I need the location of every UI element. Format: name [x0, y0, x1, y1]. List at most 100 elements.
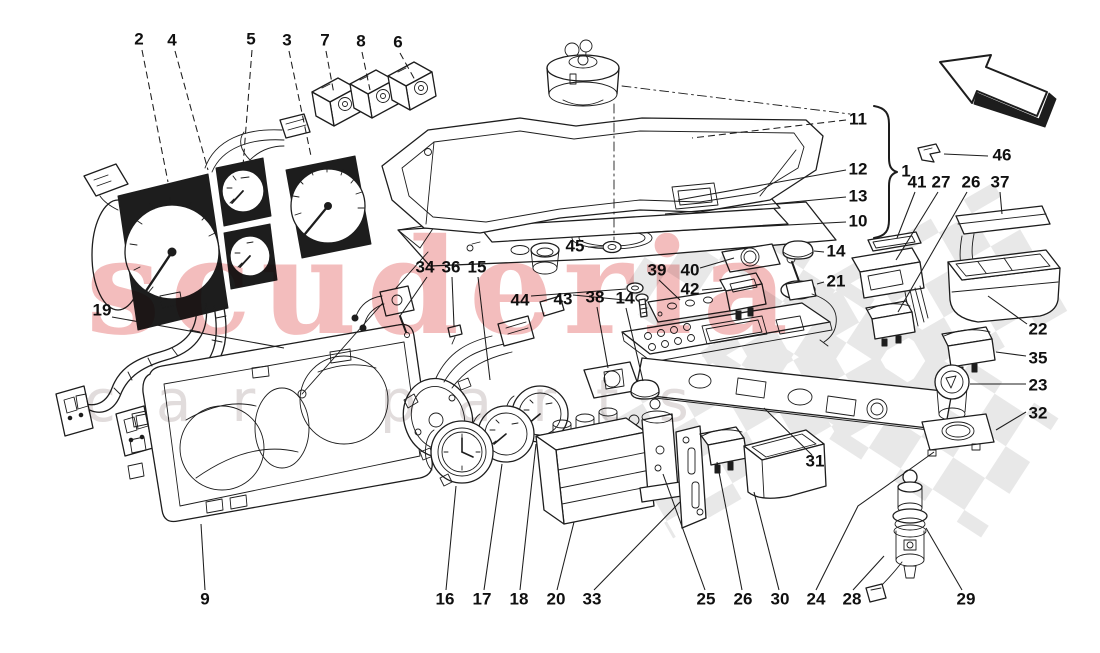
callout-14: 14	[616, 288, 635, 307]
callout-45: 45	[566, 236, 585, 255]
leader-line-33	[593, 501, 681, 591]
leader-line-46	[943, 153, 989, 157]
leader-line-28	[852, 555, 885, 591]
callout-28: 28	[843, 589, 862, 608]
callout-6: 6	[393, 32, 402, 51]
switch-bezel-41	[867, 231, 922, 252]
callout-26: 26	[962, 172, 981, 191]
callout-31: 31	[806, 451, 825, 470]
leader-line-6	[399, 52, 416, 81]
leader-line-8	[361, 51, 371, 91]
callout-40: 40	[681, 260, 700, 279]
small-gauge-upper	[215, 157, 272, 227]
leader-line-42	[701, 287, 723, 291]
rocker-switch-26	[699, 426, 748, 474]
leader-line-24	[815, 451, 935, 591]
leader-line-27	[895, 191, 939, 261]
leader-line-17	[483, 463, 503, 591]
callout-15: 15	[468, 257, 487, 276]
callout-24: 24	[807, 589, 826, 608]
callout-9: 9	[200, 589, 209, 608]
leader-line-37	[999, 191, 1003, 215]
fuse-relay-box	[535, 407, 655, 525]
callout-2: 2	[134, 29, 143, 48]
leader-line-30	[753, 491, 780, 591]
callout-44: 44	[511, 290, 530, 309]
leader-line-43	[572, 294, 636, 302]
callout-11: 11	[849, 109, 867, 128]
callout-42: 42	[681, 279, 700, 298]
toggle-switch-21	[780, 254, 837, 347]
leader-line-11	[691, 119, 847, 139]
leader-line-40	[699, 257, 735, 269]
ashtray-body-22	[947, 249, 1061, 323]
rocker-switch-26-right	[865, 300, 916, 347]
storage-box-30	[743, 429, 827, 499]
leader-lines	[111, 49, 1028, 591]
callout-7: 7	[320, 30, 329, 49]
leader-line-7	[325, 50, 335, 95]
callout-8: 8	[356, 31, 365, 50]
callout-35: 35	[1029, 348, 1048, 367]
leader-line-22	[987, 295, 1028, 325]
leader-line-15	[477, 276, 491, 381]
leader-line-41	[896, 191, 916, 239]
leader-line-35	[995, 351, 1027, 357]
leader-line-25	[662, 473, 706, 591]
callout-3: 3	[282, 30, 291, 49]
callout-43: 43	[554, 289, 573, 308]
dome-knob-lower	[630, 379, 660, 400]
leader-line-13	[664, 196, 847, 215]
callout-12: 12	[849, 159, 868, 178]
leader-line-14	[625, 307, 644, 382]
leader-line-18	[519, 443, 537, 591]
rocker-switch-35	[941, 326, 996, 376]
leader-line-44	[530, 288, 627, 297]
callout-19: 19	[93, 300, 112, 319]
leader-line-36	[451, 276, 455, 327]
leader-line-3	[288, 50, 312, 157]
callout-13: 13	[849, 186, 868, 205]
callout-30: 30	[771, 589, 790, 608]
leader-line-5	[242, 49, 253, 167]
callout-34: 34	[416, 257, 435, 276]
escutcheon-plate-40	[721, 243, 781, 273]
switch-plate-upper	[621, 302, 833, 363]
callout-33: 33	[583, 589, 602, 608]
leader-line-38	[596, 306, 609, 369]
warning-buzzer	[546, 39, 620, 107]
leader-line-9	[200, 523, 206, 591]
callout-27: 27	[932, 172, 951, 191]
clip-36	[447, 324, 463, 345]
callout-29: 29	[957, 589, 976, 608]
leader-line-19	[111, 316, 285, 349]
grommet-44-45-43	[530, 240, 649, 318]
leader-line-12	[677, 169, 847, 201]
leader-line-31	[763, 407, 813, 456]
leader-line-21	[816, 281, 825, 285]
dome-cap-upper	[782, 240, 814, 260]
callout-10: 10	[849, 211, 868, 230]
aux-gauge-clock	[425, 420, 494, 487]
leader-line-2	[141, 49, 169, 183]
leader-line-4	[174, 50, 209, 171]
callout-39: 39	[648, 260, 667, 279]
rocker-switch-42	[719, 272, 767, 320]
callout-46: 46	[993, 145, 1012, 164]
callout-23: 23	[1029, 375, 1048, 394]
lighter-plate-32	[921, 413, 995, 457]
projection-line	[621, 85, 851, 115]
cigarette-lighter-23	[934, 364, 970, 421]
callout-25: 25	[697, 589, 716, 608]
leader-line-10	[651, 221, 847, 233]
leader-line-26	[897, 191, 968, 313]
callout-14: 14	[827, 241, 846, 260]
leader-line-32	[995, 411, 1027, 431]
callout-37: 37	[991, 172, 1010, 191]
gauge-pod-bracket	[402, 295, 565, 461]
leader-line-26	[716, 461, 743, 591]
speedometer-gauge	[83, 163, 229, 331]
leader-line-20	[556, 521, 575, 591]
